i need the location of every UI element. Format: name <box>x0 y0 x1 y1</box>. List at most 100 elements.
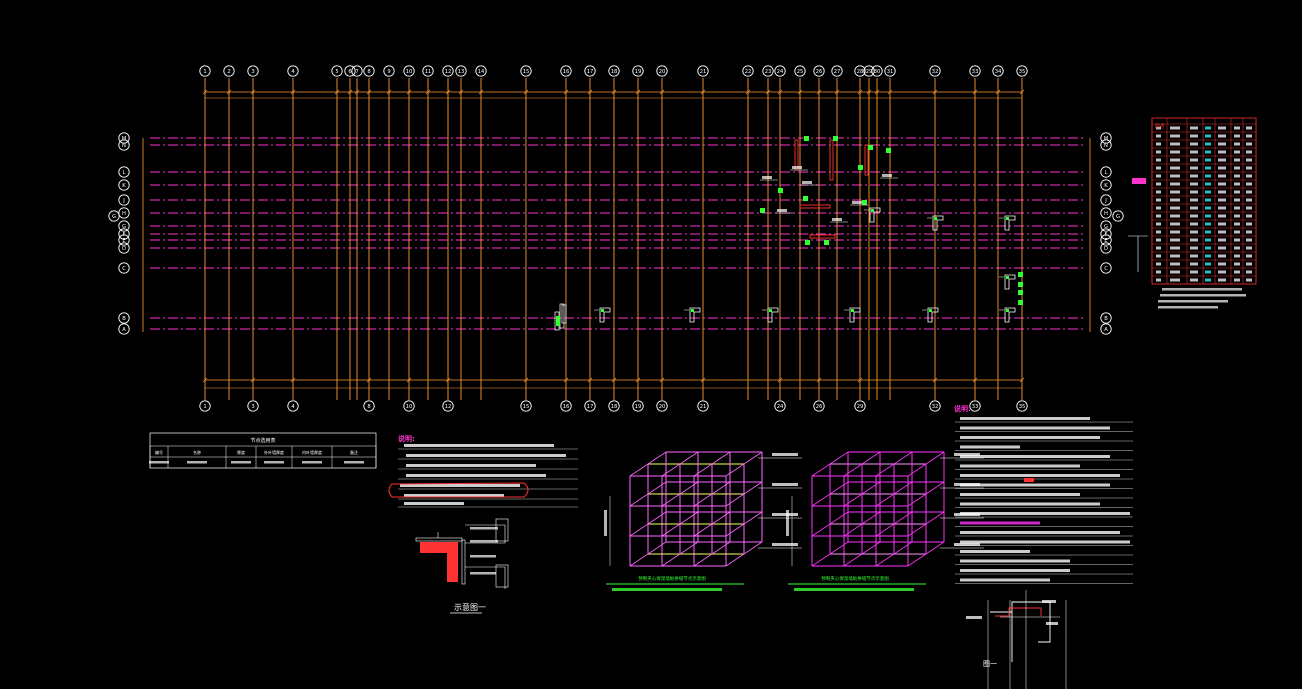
legend-cell-text <box>1205 214 1211 218</box>
legend-cell-text <box>1218 254 1226 258</box>
legend-cell-text <box>1234 198 1240 202</box>
dimension-tick <box>523 89 529 95</box>
legend-cell-text <box>1234 270 1240 274</box>
grid-bubble-label: 3 <box>251 69 254 75</box>
legend-cell-text <box>1170 278 1180 282</box>
frame-link <box>811 511 849 537</box>
grid-bubble <box>1100 262 1112 274</box>
wall-component <box>927 215 944 231</box>
wall-fill <box>1018 272 1023 277</box>
grid-bubble-label: M <box>122 136 126 142</box>
legend-cell-text <box>1190 166 1198 170</box>
legend-cell-text <box>1246 246 1252 250</box>
frame-annotation <box>772 453 798 456</box>
frame-link <box>661 541 699 567</box>
legend-cell-text <box>1170 222 1180 226</box>
grid-bubble <box>854 65 866 77</box>
note-line <box>404 502 464 505</box>
frame-link <box>907 511 945 537</box>
grid-bubble-label: E <box>1104 238 1107 244</box>
legend-cell-text <box>1246 278 1252 282</box>
dimension-tick <box>425 89 431 95</box>
wall-red <box>864 144 869 176</box>
dimension-tick <box>406 89 412 95</box>
legend-cell-text <box>1170 246 1180 250</box>
wall-component <box>844 307 861 323</box>
section-text <box>966 616 982 619</box>
legend-cell-text <box>1246 238 1252 242</box>
dimension-tick <box>635 89 641 95</box>
grid-bubble-label: J <box>122 198 125 204</box>
dimension-tick <box>347 89 353 95</box>
legend-cell-text <box>1190 222 1198 226</box>
grid-bubble <box>1100 194 1112 206</box>
legend-cell-text <box>1218 174 1226 178</box>
legend-cell-text <box>1218 270 1226 274</box>
grid-bubble-label: 15 <box>523 69 530 75</box>
sketch-outline <box>415 537 463 542</box>
legend-note-line <box>1158 306 1218 309</box>
grid-bubble-label: 23 <box>765 69 772 75</box>
grid-bubble-label: C <box>122 266 126 272</box>
legend-cell-text <box>1170 270 1180 274</box>
dimension-tick <box>816 89 822 95</box>
wall-component <box>864 207 881 223</box>
grid-bubble-label: 16 <box>563 69 570 75</box>
grid-bubble-label: 29 <box>857 404 864 410</box>
note-line <box>404 494 504 497</box>
legend-cell-text <box>1234 142 1240 146</box>
wall-red <box>829 139 834 181</box>
grid-bubble <box>969 400 981 412</box>
wall-component <box>999 215 1016 231</box>
legend-cell-text <box>1170 158 1180 162</box>
legend-cell-text <box>1156 198 1161 202</box>
grid-bubble-label: 4 <box>291 404 295 410</box>
grid-bubble-label: 24 <box>777 69 784 75</box>
dimension-tick <box>458 89 464 95</box>
section-detail <box>966 590 1067 689</box>
grid-bubble-label: 15 <box>523 404 530 410</box>
leader-text <box>802 181 812 184</box>
dimension-tick <box>816 377 822 383</box>
dimension-tick <box>202 89 208 95</box>
legend-cell-text <box>1156 230 1161 234</box>
wall-component <box>999 307 1016 323</box>
grid-bubble <box>363 400 375 412</box>
grid-bubble-label: E <box>122 238 125 244</box>
legend-cell-text <box>1156 190 1161 194</box>
notes-right-title: 说明: <box>954 404 971 413</box>
wall-fill <box>556 316 560 326</box>
grid-bubble <box>871 65 883 77</box>
legend-cell-text <box>1156 246 1161 250</box>
grid-bubble <box>118 132 130 144</box>
grid-bubble-label: 34 <box>995 69 1002 75</box>
dimension-tick <box>834 89 840 95</box>
legend-cell-text <box>1156 174 1161 178</box>
grid-bubble-label: 10 <box>406 69 413 75</box>
legend-cell-text <box>1205 134 1211 138</box>
sketch-block <box>447 542 458 582</box>
grid-bubble <box>403 400 415 412</box>
legend-cell-text <box>1234 134 1240 138</box>
legend-cell-text <box>1190 190 1198 194</box>
legend-cell-text <box>1170 182 1180 186</box>
legend-cell-text <box>1156 222 1161 226</box>
frame-link <box>843 541 881 567</box>
leader-text <box>852 201 862 204</box>
legend-cell-text <box>1234 206 1240 210</box>
legend-cell-text <box>1190 238 1198 242</box>
legend-cell-text <box>1246 254 1252 258</box>
legend-cell-text <box>1234 222 1240 226</box>
grid-bubble <box>1100 234 1112 246</box>
wall-fill <box>934 217 937 220</box>
wall-fill <box>851 309 854 312</box>
note-line <box>960 455 1110 458</box>
dimension-tick <box>857 377 863 383</box>
grid-bubble <box>774 65 786 77</box>
dimension-tick <box>587 377 593 383</box>
grid-bubble <box>118 262 130 274</box>
grid-bubble-label: M <box>1104 136 1108 142</box>
note-line <box>960 521 1040 525</box>
wall-component <box>594 307 611 323</box>
grid-bubble <box>118 242 130 254</box>
